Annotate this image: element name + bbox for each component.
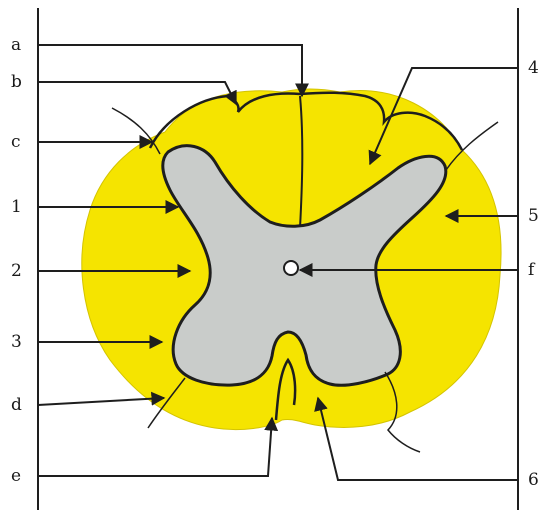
label-4: 4 [528, 60, 539, 77]
leader-a [38, 45, 302, 96]
label-3: 3 [11, 334, 22, 351]
label-6: 6 [528, 472, 539, 489]
label-c: c [11, 134, 21, 151]
label-b: b [11, 74, 22, 91]
leader-d [38, 398, 164, 405]
label-d: d [11, 397, 22, 414]
label-e: e [11, 468, 21, 485]
central-canal [284, 261, 298, 275]
label-1: 1 [11, 199, 22, 216]
label-a: a [11, 37, 21, 54]
label-f: f [528, 262, 534, 279]
label-2: 2 [11, 263, 22, 280]
label-5: 5 [528, 208, 539, 225]
